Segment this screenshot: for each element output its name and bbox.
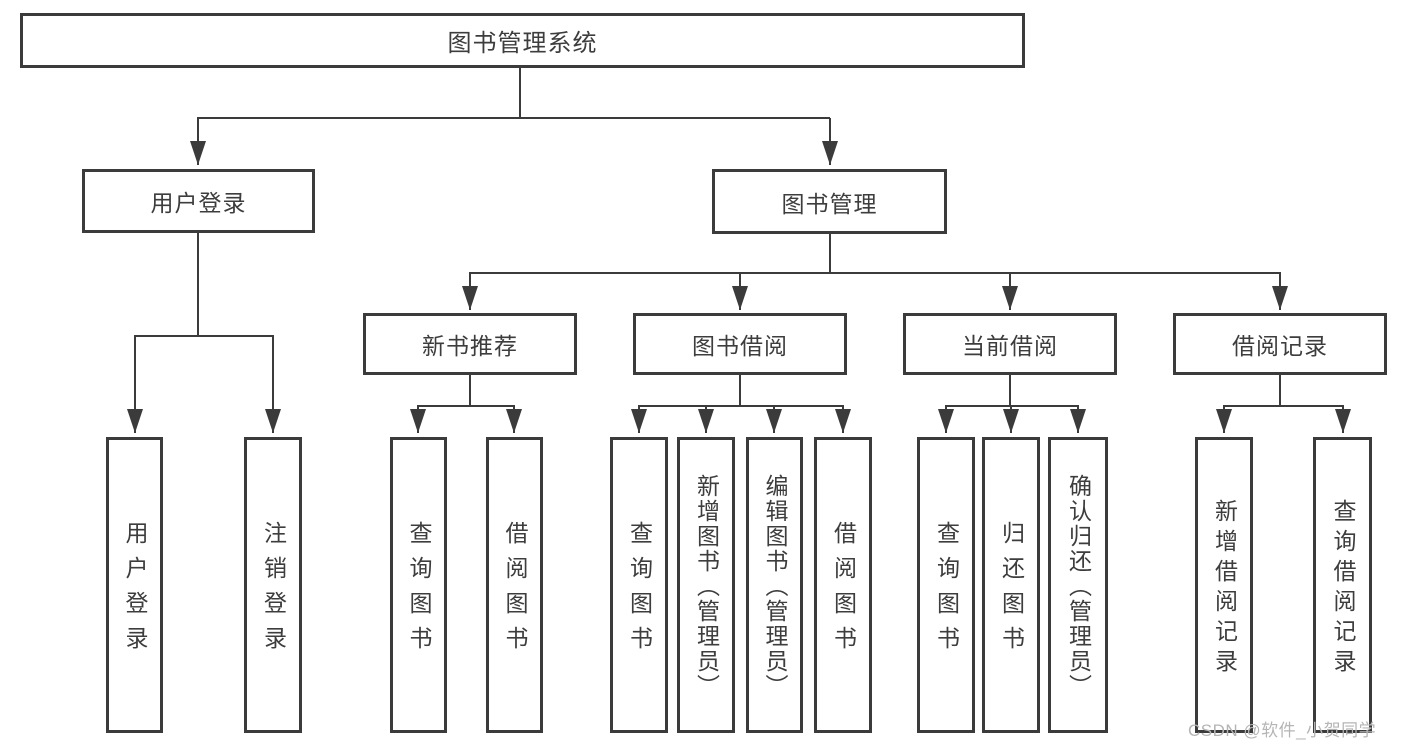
leaf-cb-query-books-label: 查询图书 (933, 521, 960, 661)
leaf-user-login-label: 用户登录 (122, 521, 148, 661)
connector-borrowing-records (1216, 375, 1351, 433)
node-book-management-label: 图书管理 (781, 190, 878, 217)
connector-root (190, 68, 838, 165)
leaf-cb-confirm-return: 确认归还（管理员） (1048, 437, 1108, 733)
leaf-br-add-record: 新增借阅记录 (1195, 437, 1253, 733)
leaf-user-login: 用户登录 (106, 437, 163, 733)
leaf-nbr-borrow-books-label: 借阅图书 (502, 521, 528, 661)
connector-user-login (127, 233, 281, 433)
node-borrowing-records: 借阅记录 (1173, 313, 1387, 375)
leaf-nbr-borrow-books: 借阅图书 (486, 437, 543, 733)
leaf-logout-label: 注销登录 (260, 521, 287, 661)
node-root-label: 图书管理系统 (447, 30, 598, 57)
connector-new-book-recommendation (410, 375, 522, 433)
leaf-bb-add-books-label: 新增图书（管理员） (693, 473, 720, 699)
node-book-borrowing-label: 图书借阅 (692, 333, 788, 359)
leaf-bb-add-books: 新增图书（管理员） (677, 437, 735, 733)
node-current-borrowing-label: 当前借阅 (962, 333, 1058, 359)
leaf-br-add-record-label: 新增借阅记录 (1211, 498, 1238, 679)
node-book-management: 图书管理 (712, 169, 947, 234)
node-current-borrowing: 当前借阅 (903, 313, 1117, 375)
leaf-br-query-record-label: 查询借阅记录 (1330, 498, 1356, 679)
node-user-login-label: 用户登录 (150, 190, 247, 216)
node-new-book-recommendation: 新书推荐 (363, 313, 577, 375)
node-root: 图书管理系统 (20, 13, 1025, 68)
leaf-cb-confirm-return-label: 确认归还（管理员） (1065, 473, 1092, 699)
node-borrowing-records-label: 借阅记录 (1232, 333, 1328, 359)
node-user-login: 用户登录 (82, 169, 315, 233)
leaf-nbr-query-books: 查询图书 (390, 437, 447, 733)
leaf-bb-borrow-books: 借阅图书 (814, 437, 872, 733)
connector-book-management (462, 234, 1288, 310)
connector-current-borrowing (938, 375, 1086, 433)
connector-book-borrowing (631, 375, 851, 433)
leaf-logout: 注销登录 (244, 437, 302, 733)
node-new-book-recommendation-label: 新书推荐 (422, 333, 518, 359)
leaf-br-query-record: 查询借阅记录 (1313, 437, 1372, 733)
node-book-borrowing: 图书借阅 (633, 313, 847, 375)
leaf-bb-edit-books-label: 编辑图书（管理员） (762, 473, 788, 699)
leaf-cb-query-books: 查询图书 (917, 437, 975, 733)
leaf-cb-return-books: 归还图书 (982, 437, 1040, 733)
csdn-watermark: CSDN @软件_小贺同学 (1188, 721, 1377, 740)
leaf-bb-edit-books: 编辑图书（管理员） (746, 437, 803, 733)
leaf-cb-return-books-label: 归还图书 (998, 521, 1025, 661)
leaf-bb-borrow-books-label: 借阅图书 (830, 521, 857, 661)
leaf-nbr-query-books-label: 查询图书 (406, 521, 432, 661)
leaf-bb-query-books: 查询图书 (610, 437, 668, 733)
leaf-bb-query-books-label: 查询图书 (626, 521, 653, 661)
